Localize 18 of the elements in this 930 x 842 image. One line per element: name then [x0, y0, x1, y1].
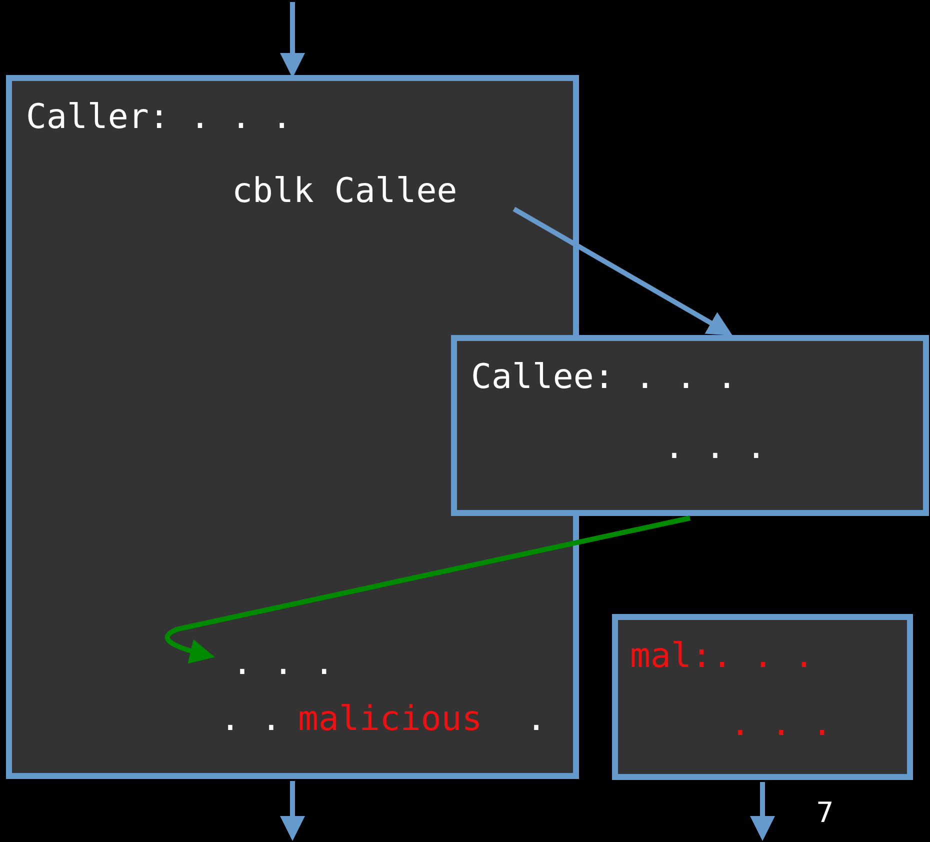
code-line: . . .	[730, 704, 832, 744]
code-line: malicious	[298, 699, 482, 739]
arrow	[512, 206, 733, 336]
code-line: .	[526, 699, 546, 739]
code-line: . . .	[664, 427, 766, 467]
arrow	[280, 2, 305, 78]
code-line: . .	[220, 699, 282, 739]
code-line: mal:. . .	[630, 636, 814, 676]
code-line: Caller: . . .	[26, 97, 292, 137]
code-block-box	[612, 614, 913, 780]
code-line: . . .	[232, 643, 334, 683]
code-block-box	[451, 335, 929, 516]
arrow	[165, 516, 691, 664]
arrow	[750, 782, 775, 841]
code-line: cblk Callee	[232, 171, 458, 211]
code-line: Callee: . . .	[471, 357, 738, 397]
arrow	[280, 781, 305, 841]
page-number: 7	[816, 795, 834, 831]
